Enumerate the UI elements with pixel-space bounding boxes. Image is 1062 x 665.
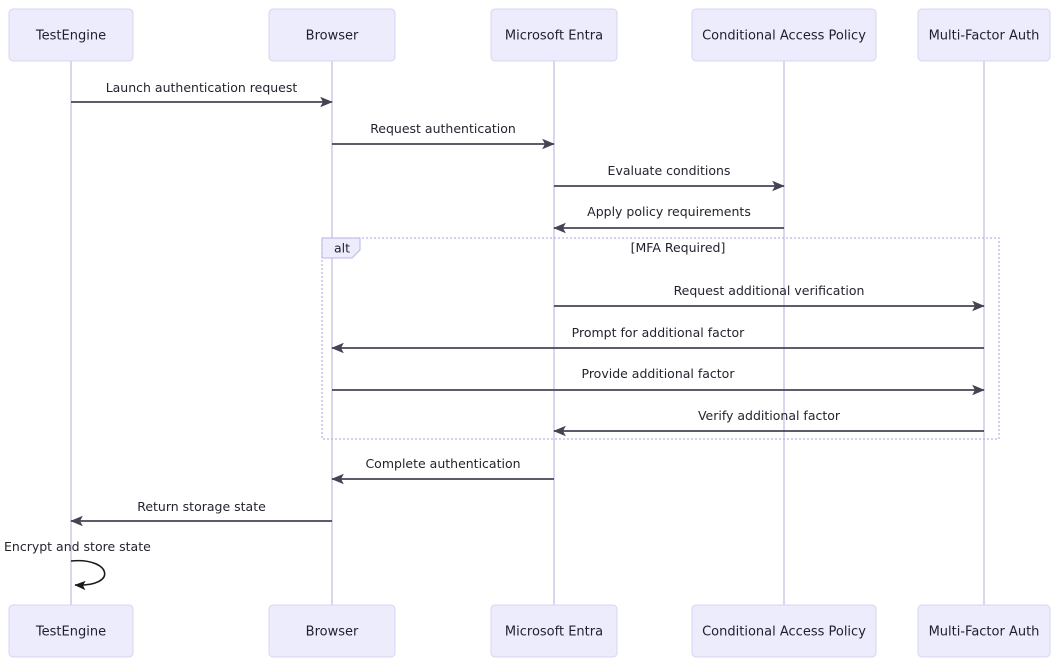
participant-label-top-mfa: Multi-Factor Auth <box>929 29 1040 44</box>
participant-box-top-policy[interactable] <box>691 8 877 62</box>
participant-label-bottom-testengine: TestEngine <box>35 625 106 640</box>
self-message-loop <box>70 559 106 591</box>
self-message-group: Encrypt and store state <box>4 539 151 591</box>
participant-label-bottom-mfa: Multi-Factor Auth <box>929 625 1040 640</box>
lifelines-group <box>70 61 985 605</box>
participant-label-top-policy: Conditional Access Policy <box>702 29 866 44</box>
participant-label-top-browser: Browser <box>306 29 359 44</box>
message-label-3: Evaluate conditions <box>608 163 731 178</box>
participant-label-bottom-policy: Conditional Access Policy <box>702 625 866 640</box>
participant-box-bottom-testengine[interactable] <box>8 604 134 658</box>
message-label-7: Provide additional factor <box>582 366 736 381</box>
participant-box-bottom-entra[interactable] <box>490 604 618 658</box>
message-label-4: Apply policy requirements <box>587 204 751 219</box>
message-label-6: Prompt for additional factor <box>572 325 746 340</box>
message-label-8: Verify additional factor <box>698 408 841 423</box>
participant-box-top-mfa[interactable] <box>917 8 1051 62</box>
participant-label-top-entra: Microsoft Entra <box>505 29 603 44</box>
message-label-9: Complete authentication <box>365 456 520 471</box>
participant-box-bottom-mfa[interactable] <box>917 604 1051 658</box>
alt-frame-border <box>321 237 1000 440</box>
self-message-label: Encrypt and store state <box>4 539 151 554</box>
participant-box-top-testengine[interactable] <box>8 8 134 62</box>
message-label-5: Request additional verification <box>674 283 865 298</box>
participant-box-bottom-policy[interactable] <box>691 604 877 658</box>
participant-box-top-entra[interactable] <box>490 8 618 62</box>
participant-box-bottom-browser[interactable] <box>268 604 396 658</box>
message-label-1: Launch authentication request <box>106 80 298 95</box>
participant-label-bottom-browser: Browser <box>306 625 359 640</box>
message-label-10: Return storage state <box>137 499 266 514</box>
participant-box-top-browser[interactable] <box>268 8 396 62</box>
alt-condition-label: [MFA Required] <box>631 240 726 255</box>
alt-tag-label: alt <box>334 241 350 256</box>
alt-fragment: alt [MFA Required] <box>321 237 1000 440</box>
message-label-2: Request authentication <box>370 121 516 136</box>
participant-label-top-testengine: TestEngine <box>35 29 106 44</box>
alt-tag-shape <box>321 237 361 259</box>
participant-label-bottom-entra: Microsoft Entra <box>505 625 603 640</box>
